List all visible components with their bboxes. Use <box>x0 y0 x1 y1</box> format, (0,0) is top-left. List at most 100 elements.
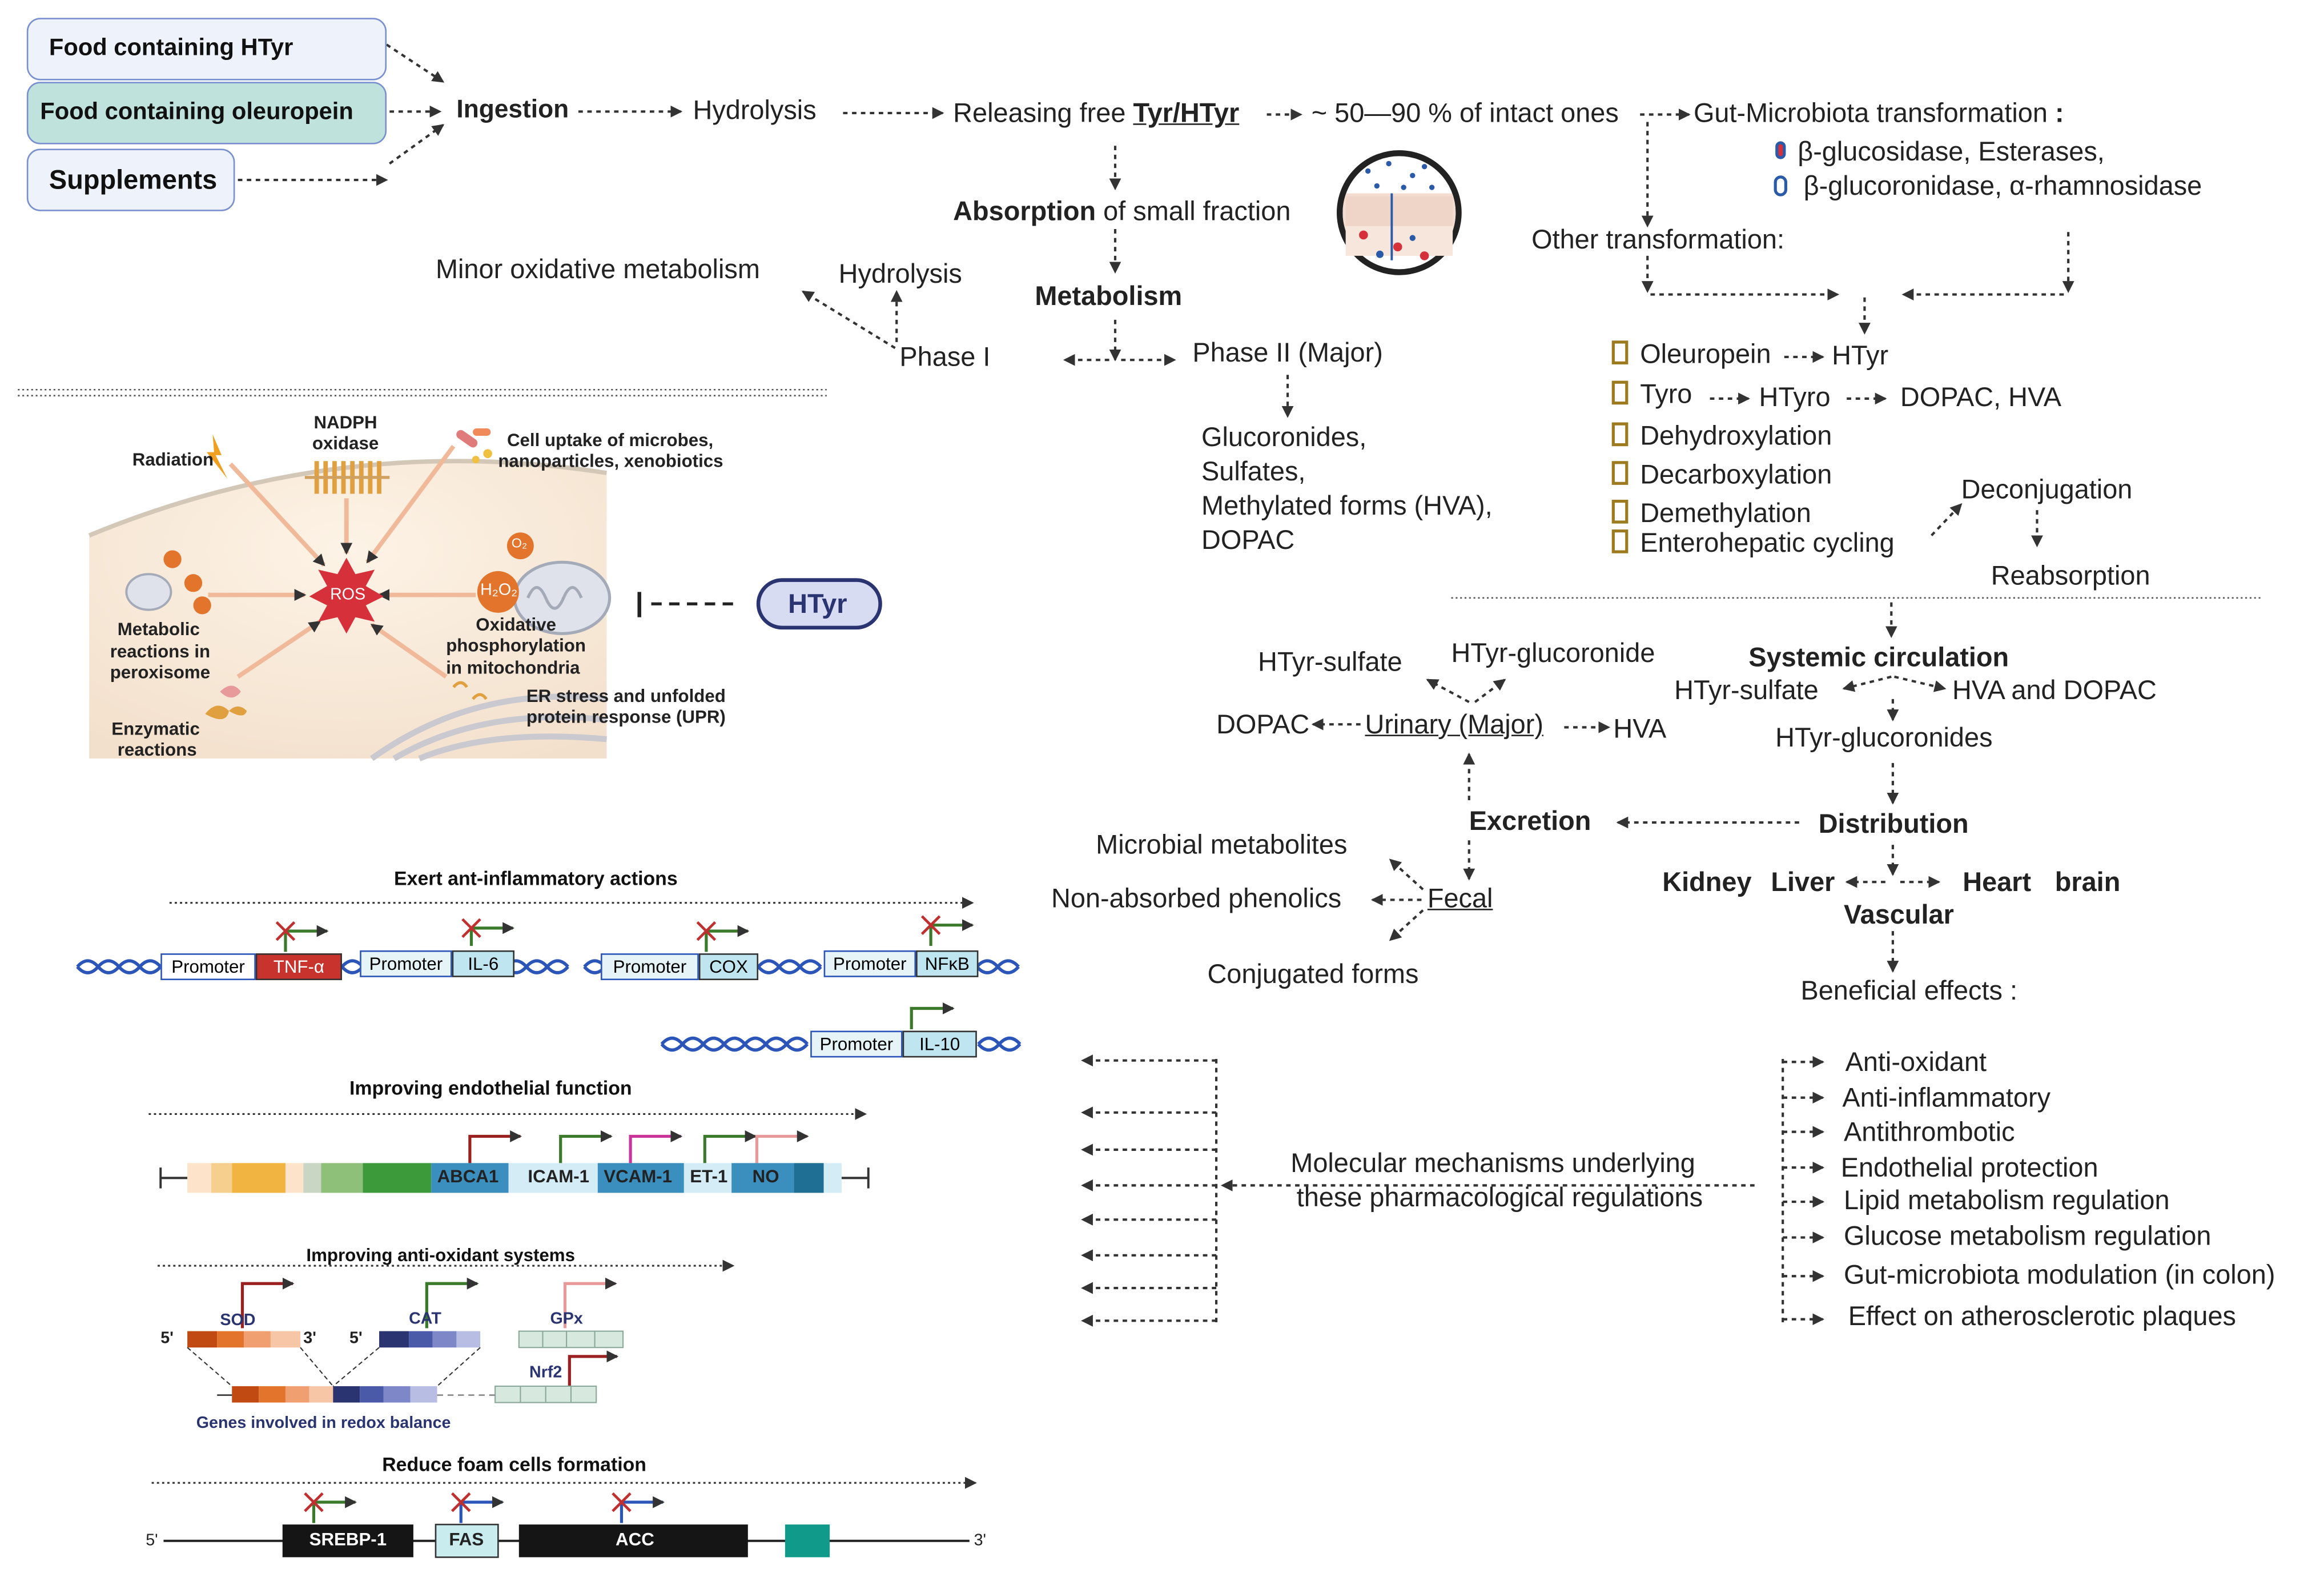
radiation-label: Radiation <box>132 449 214 470</box>
endothelial-gene-bar <box>159 1163 870 1193</box>
gut-colon: : <box>2055 98 2064 128</box>
transcription-arrows <box>240 915 974 1523</box>
dehydroxylation-item: Dehydroxylation <box>1611 420 1832 452</box>
tnf-alpha-gene: TNF-α <box>255 953 342 981</box>
decarboxylation-text: Decarboxylation <box>1640 459 1832 489</box>
phase2-product: Glucoronides, <box>1201 422 1367 452</box>
er-stress-line-1: ER stress and unfolded <box>526 685 726 707</box>
abca1-label: ABCA1 <box>437 1166 499 1187</box>
vascular-label: Vascular <box>1843 900 1954 930</box>
antioxidant-title: Improving anti-oxidant systems <box>306 1245 575 1266</box>
minor-oxidative-label: Minor oxidative metabolism <box>435 254 760 284</box>
ros-label: ROS <box>330 585 366 604</box>
foam-cells-title: Reduce foam cells formation <box>382 1453 647 1476</box>
cat-label: CAT <box>409 1310 441 1329</box>
brain-label: brain <box>2054 867 2121 897</box>
oxidase-label: oxidase <box>312 432 379 454</box>
supplements-box: Supplements <box>26 149 235 211</box>
promoter-box: Promoter <box>360 950 452 977</box>
anti-inflammatory-title: Exert ant-inflammatory actions <box>394 867 678 890</box>
et1-label: ET-1 <box>690 1166 728 1187</box>
absorption-label: Absorption of small fraction <box>953 196 1290 227</box>
food-htyr-label: Food containing HTyr <box>49 35 293 61</box>
antioxidant-gene-blocks <box>187 1330 624 1403</box>
absorption-bold: Absorption <box>953 196 1096 226</box>
metabolism-label: Metabolism <box>1035 281 1183 311</box>
oleuropein-text: Oleuropein <box>1640 339 1771 369</box>
legend-square-icon <box>1611 529 1629 553</box>
cell-uptake-line-1: Cell uptake of microbes, <box>506 430 714 451</box>
tyro-text: Tyro <box>1640 379 1692 410</box>
food-htyr-box: Food containing HTyr <box>26 18 387 81</box>
dopac-hva-label: DOPAC, HVA <box>1900 382 2062 412</box>
legend-square-icon <box>1611 422 1629 447</box>
five-prime-cat-label: 5' <box>349 1329 363 1348</box>
enzymatic-line-2: reactions <box>117 739 197 760</box>
nfkb-gene: NFκB <box>916 950 979 977</box>
urinary-label: Urinary (Major) <box>1365 709 1543 740</box>
foam-three-prime: 3' <box>974 1532 987 1550</box>
separator-lines <box>18 388 2263 599</box>
phase2-label: Phase II (Major) <box>1192 338 1383 368</box>
oleuropein-item: Oleuropein <box>1611 339 1771 370</box>
fas-label: FAS <box>449 1528 484 1550</box>
absorption-rest: of small fraction <box>1096 196 1291 226</box>
o2-label: O₂ <box>511 535 528 551</box>
tyro-item: Tyro <box>1611 379 1692 410</box>
systemic-circulation-label: Systemic circulation <box>1748 642 2009 673</box>
effect-item: Antithrombotic <box>1843 1117 2015 1147</box>
kidney-label: Kidney <box>1662 867 1752 897</box>
enzymes-line-2: β-glucoronidase, α-rhamnosidase <box>1803 171 2202 201</box>
tyr-htyr-text: Tyr/HTyr <box>1133 98 1240 128</box>
enterohepatic-text: Enterohepatic cycling <box>1640 528 1895 558</box>
h2o2-label: H₂O₂ <box>480 581 518 600</box>
hydrolysis-phase1-label: Hydrolysis <box>838 259 962 289</box>
il6-gene: IL-6 <box>452 950 514 977</box>
food-oleuropein-label: Food containing oleuropein <box>40 99 353 125</box>
liver-label: Liver <box>1771 867 1835 897</box>
metabolic-line-3: peroxisome <box>110 661 211 683</box>
legend-square-icon <box>1611 340 1629 364</box>
dopac-urinary: DOPAC <box>1216 709 1310 740</box>
supplements-label: Supplements <box>49 164 218 194</box>
top-flow-arrows <box>238 43 2074 548</box>
five-prime-label: 5' <box>160 1329 174 1348</box>
circulation-arrows <box>1311 602 1947 973</box>
endothelial-title: Improving endothelial function <box>349 1077 632 1099</box>
demethylation-text: Demethylation <box>1640 498 1811 528</box>
effect-item: Gut-microbiota modulation (in colon) <box>1843 1259 2275 1290</box>
oxidative-line-1: Oxidative <box>476 614 556 635</box>
releasing-text: Releasing free <box>953 98 1133 128</box>
nadph-label: NADPH <box>313 412 377 433</box>
vcam1-label: VCAM-1 <box>604 1166 673 1187</box>
htyr-inhibitor-label: HTyr <box>788 589 847 619</box>
metabolic-line-2: reactions in <box>110 641 211 662</box>
dehydroxylation-text: Dehydroxylation <box>1640 420 1832 451</box>
ingestion-label: Ingestion <box>456 95 569 124</box>
foam-gene-bar <box>163 1523 970 1558</box>
oxidative-line-3: in mitochondria <box>446 657 580 679</box>
legend-square-icon <box>1611 380 1629 405</box>
beneficial-effects-label: Beneficial effects : <box>1800 976 2017 1006</box>
oxidative-line-2: phosphorylation <box>446 635 586 656</box>
non-absorbed-label: Non-absorbed phenolics <box>1051 883 1342 913</box>
srebp1-label: SREBP-1 <box>309 1528 387 1550</box>
legend-square-icon <box>1611 461 1629 485</box>
enterohepatic-item: Enterohepatic cycling <box>1611 528 1895 559</box>
gpx-label: GPx <box>550 1310 583 1329</box>
three-prime-label: 3' <box>303 1329 316 1348</box>
deconjugation-label: Deconjugation <box>1961 474 2133 504</box>
effect-item: Anti-oxidant <box>1845 1047 1987 1077</box>
promoter-box: Promoter <box>810 1030 903 1058</box>
fecal-label: Fecal <box>1427 883 1493 913</box>
legend-square-icon <box>1611 499 1629 524</box>
releasing-label: Releasing free Tyr/HTyr <box>953 98 1239 129</box>
food-oleuropein-box: Food containing oleuropein <box>26 82 387 145</box>
no-label: NO <box>752 1166 779 1187</box>
ros-panel-illustration <box>88 428 882 761</box>
htyro-label: HTyro <box>1759 382 1831 412</box>
demethylation-item: Demethylation <box>1611 498 1811 529</box>
phase1-label: Phase I <box>899 342 991 372</box>
gut-circle-icon <box>1336 150 1462 275</box>
icam1-label: ICAM-1 <box>528 1166 590 1187</box>
